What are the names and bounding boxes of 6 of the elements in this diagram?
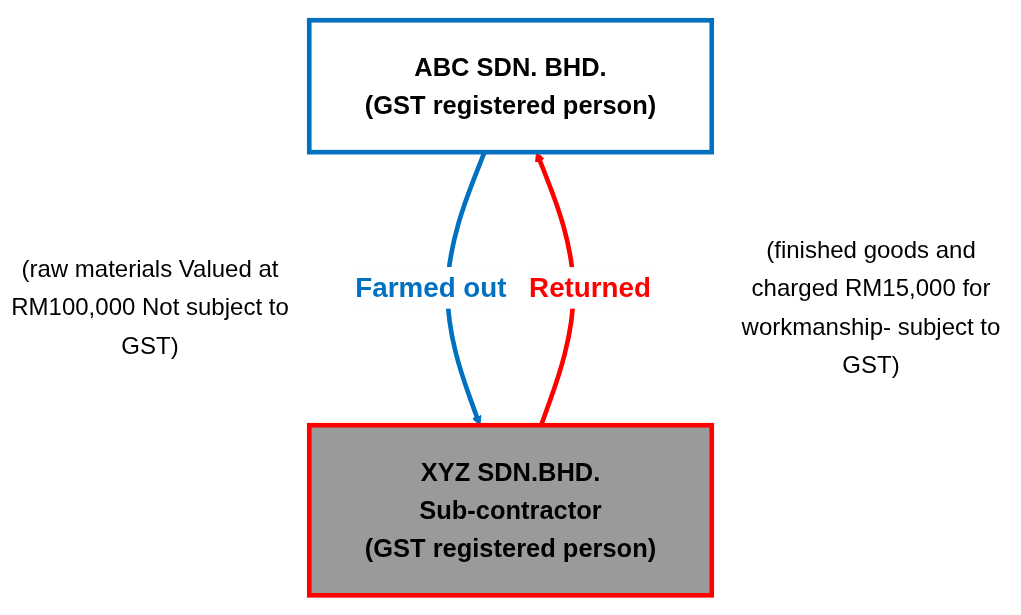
edge-label: Farmed out xyxy=(355,271,507,303)
note-text: (raw materials Valued at RM100,000 Not subject to GST) xyxy=(10,253,290,361)
edge-label: Returned xyxy=(529,271,651,303)
node-box: XYZ SDN.BHD. Sub-contractor (GST registered person) xyxy=(306,422,715,598)
node-box: ABC SDN. BHD. (GST registered person) xyxy=(306,17,715,155)
note-text: (finished goods and charged RM15,000 for workmanship- subject to GST) xyxy=(740,234,1002,380)
